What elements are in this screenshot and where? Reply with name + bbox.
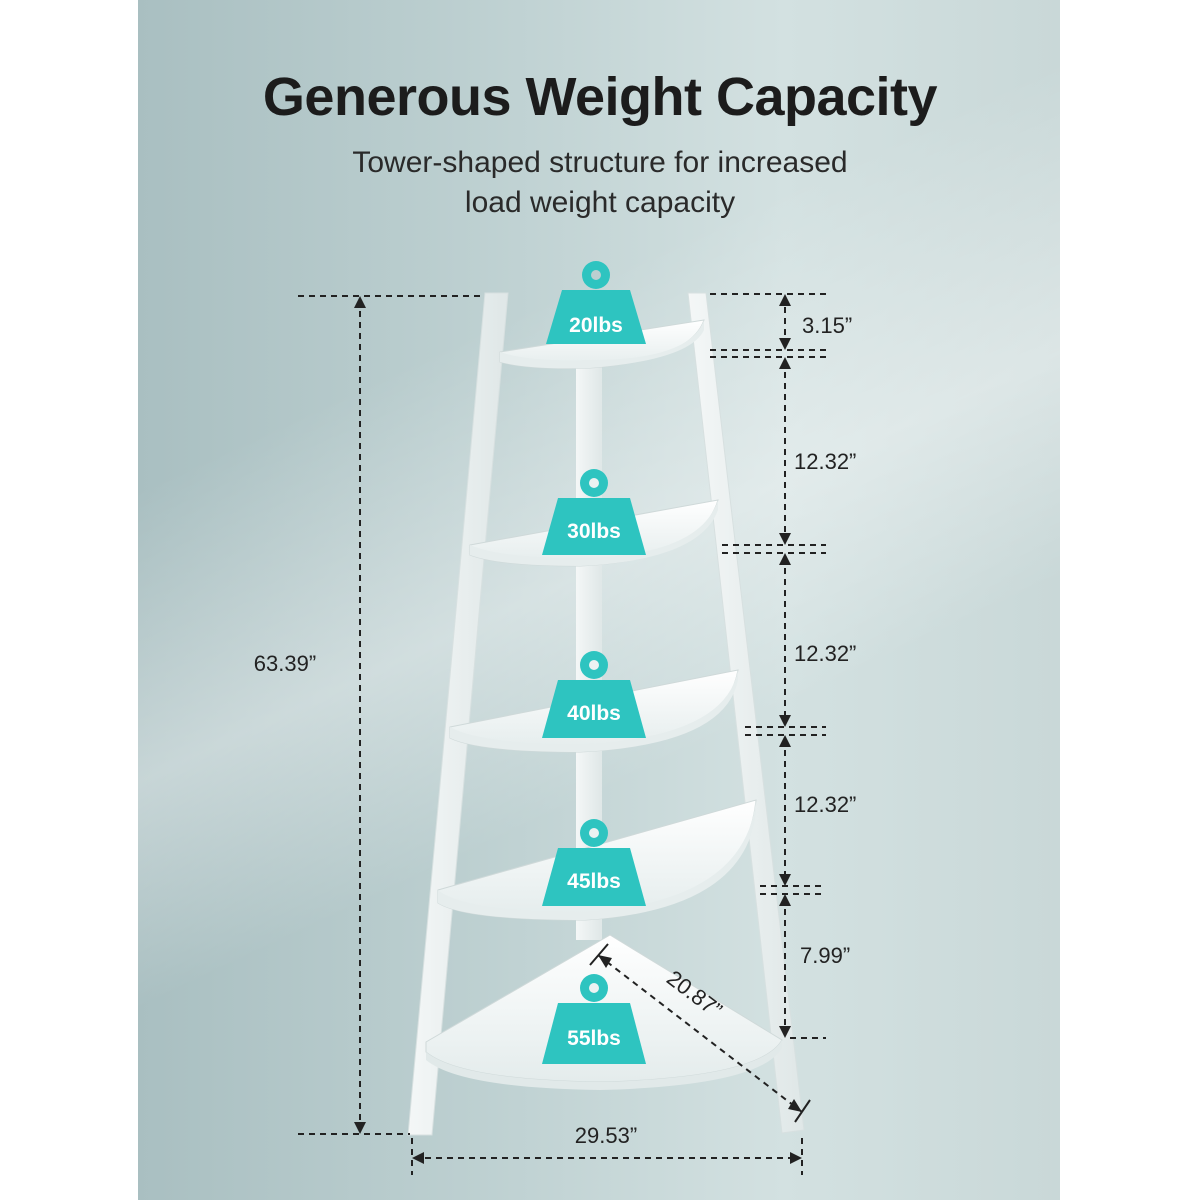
dimension-lines <box>298 293 826 1175</box>
dimension-arrows <box>354 294 802 1164</box>
total-height-label: 63.39” <box>254 651 316 676</box>
subtitle-line-2: load weight capacity <box>464 186 736 219</box>
kettlebell-weight-icon <box>546 261 646 344</box>
weight-label: 30lbs <box>567 520 621 543</box>
gap-2-label: 12.32” <box>794 641 856 666</box>
gap-3-label: 12.32” <box>794 792 856 817</box>
weight-label: 40lbs <box>567 702 621 725</box>
weight-badge-1: 20lbs <box>546 261 646 344</box>
kettlebell-weight-icon <box>542 974 646 1064</box>
depth-tick-bottom <box>794 1099 811 1123</box>
weight-badge-2: 30lbs <box>542 469 646 555</box>
gap-1-label: 12.32” <box>794 449 856 474</box>
weight-label: 55lbs <box>567 1027 621 1050</box>
subtitle-line-1: Tower-shaped structure for increased <box>352 146 848 179</box>
kettlebell-weight-icon <box>542 651 646 738</box>
weight-label: 20lbs <box>569 314 623 337</box>
page-title: Generous Weight Capacity <box>262 67 938 127</box>
depth-tick-top <box>589 943 609 966</box>
kettlebell-weight-icon <box>542 819 646 906</box>
shelf-1 <box>499 319 705 369</box>
base-width-label: 29.53” <box>575 1123 637 1148</box>
left-leg <box>407 292 509 1136</box>
weight-badge-5: 55lbs <box>542 974 646 1064</box>
top-gap-label: 3.15” <box>802 313 852 338</box>
kettlebell-weight-icon <box>542 469 646 555</box>
bottom-gap-label: 7.99” <box>800 943 850 968</box>
weight-label: 45lbs <box>567 870 621 893</box>
weight-badge-3: 40lbs <box>542 651 646 738</box>
weight-badge-4: 45lbs <box>542 819 646 906</box>
